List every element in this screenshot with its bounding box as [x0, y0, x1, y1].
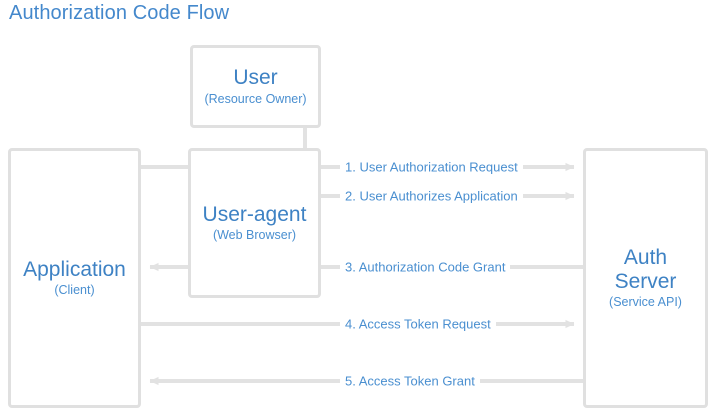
node-auth-server: Auth Server (Service API)	[583, 148, 708, 408]
flow-label-3: 3. Authorization Code Grant	[340, 259, 511, 275]
flow-label-1: 1. User Authorization Request	[340, 159, 523, 175]
node-application-title: Application	[23, 257, 126, 281]
node-application-subtitle: (Client)	[54, 283, 95, 298]
node-auth-server-title-line2: Server	[614, 269, 677, 293]
node-user-title: User	[233, 66, 278, 90]
node-user: User (Resource Owner)	[190, 45, 321, 128]
node-user-agent-subtitle: (Web Browser)	[212, 228, 297, 243]
node-auth-server-subtitle: (Service API)	[609, 295, 682, 310]
flow-label-5: 5. Access Token Grant	[340, 373, 480, 389]
node-user-subtitle: (Resource Owner)	[204, 91, 307, 106]
node-auth-server-title-line1: Auth	[623, 245, 668, 269]
page-title: Authorization Code Flow	[9, 2, 230, 24]
node-user-agent-title: User-agent	[202, 202, 307, 226]
flow-label-4: 4. Access Token Request	[340, 316, 496, 332]
flow-label-2: 2. User Authorizes Application	[340, 188, 523, 204]
node-application: Application (Client)	[8, 148, 141, 408]
node-user-agent: User-agent (Web Browser)	[188, 148, 321, 298]
